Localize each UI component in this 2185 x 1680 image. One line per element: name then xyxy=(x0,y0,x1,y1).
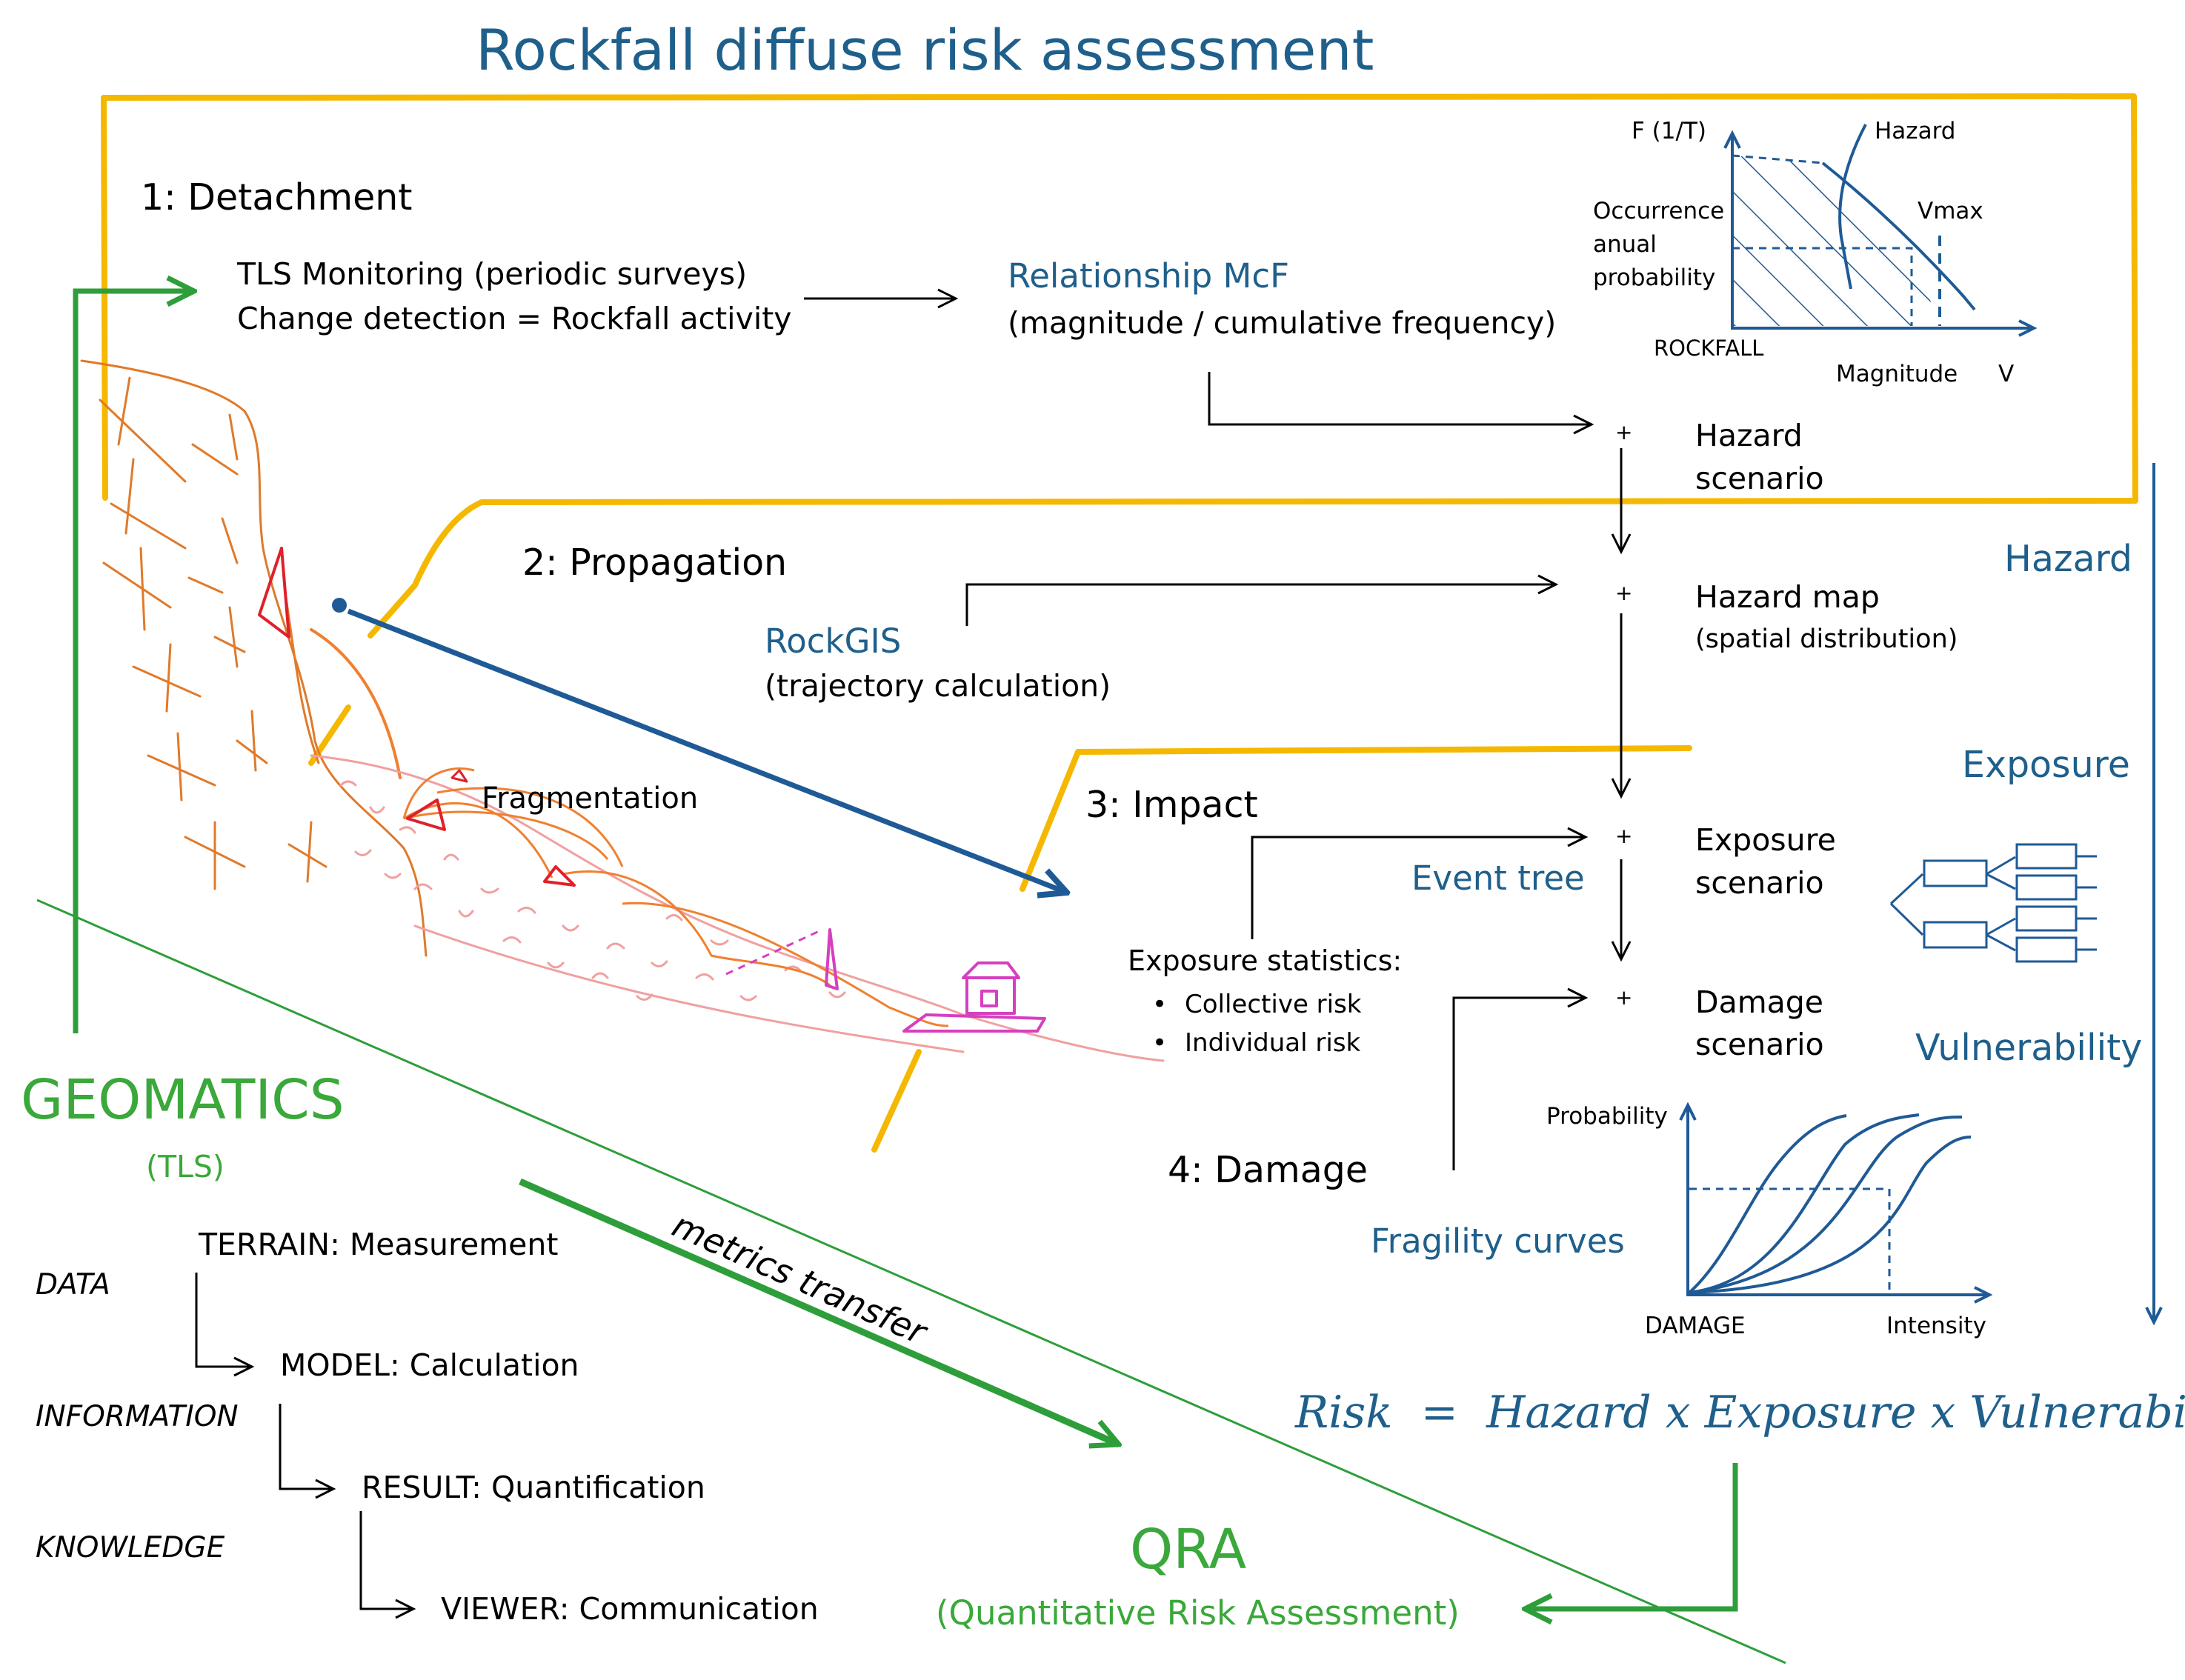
hazard-curve-label: Hazard xyxy=(1875,118,1956,144)
hazard-scenario-label-2: scenario xyxy=(1695,461,1824,496)
damage-scenario-label-2: scenario xyxy=(1695,1027,1824,1062)
v-axis-label: V xyxy=(1998,361,2015,387)
plus-node-damage: + xyxy=(1615,985,1633,1010)
risk-rhs: Hazard x Exposure x Vulnerability xyxy=(1486,1387,2185,1439)
magnitude-axis-label: Magnitude xyxy=(1836,361,1958,387)
trajectory-start-dot xyxy=(332,598,347,613)
risk-formula: Risk = Hazard x Exposure x Vulnerability xyxy=(1295,1390,2185,1435)
workflow-information: INFORMATION xyxy=(36,1400,239,1433)
hazard-chart-y-axis: F (1/T) xyxy=(1632,118,1706,144)
workflow-viewer: VIEWER: Communication xyxy=(441,1591,819,1627)
plus-node-hazard-scenario: + xyxy=(1615,420,1633,444)
stage-detachment: 1: Detachment xyxy=(141,176,413,219)
page-title: Rockfall diffuse risk assessment xyxy=(476,17,1374,83)
side-label-exposure: Exposure xyxy=(1962,744,2130,786)
event-tree-label: Event tree xyxy=(1411,859,1585,898)
hazard-map-sub-label: (spatial distribution) xyxy=(1695,624,1958,654)
metrics-transfer-arrow xyxy=(519,1178,1119,1444)
exposure-stat-item: Collective risk xyxy=(1152,985,1362,1024)
risk-term: Risk xyxy=(1295,1387,1393,1439)
damage-scenario-label-1: Damage xyxy=(1695,984,1824,1020)
yellow-frame xyxy=(101,93,2138,1153)
intensity-axis-label: Intensity xyxy=(1886,1313,1986,1339)
flow-arrows xyxy=(804,288,1632,1170)
workflow-terrain: TERRAIN: Measurement xyxy=(199,1227,559,1262)
workflow-model: MODEL: Calculation xyxy=(280,1347,579,1383)
side-label-hazard: Hazard xyxy=(2004,538,2133,580)
workflow-knowledge: KNOWLEDGE xyxy=(36,1531,225,1564)
mcf-title: Relationship McF xyxy=(1008,256,1289,296)
equals-sign: = xyxy=(1420,1387,1458,1439)
geomatics-arrow xyxy=(73,291,194,1033)
change-detection-label: Change detection = Rockfall activity xyxy=(237,301,792,336)
green-divider xyxy=(36,899,1786,1664)
stage-impact: 3: Impact xyxy=(1085,784,1258,826)
exposure-stats-list: Collective risk Individual risk xyxy=(1152,985,1362,1062)
fragility-y-axis-label: Probability xyxy=(1546,1103,1668,1130)
exposure-scenario-label-2: scenario xyxy=(1695,865,1824,901)
rockgis-subtitle: (trajectory calculation) xyxy=(765,668,1111,704)
stage-damage: 4: Damage xyxy=(1168,1149,1368,1191)
rockgis-title: RockGIS xyxy=(765,621,902,661)
exposure-scenario-label-1: Exposure xyxy=(1695,822,1836,858)
fragility-curves-label: Fragility curves xyxy=(1371,1221,1625,1261)
fragility-chart xyxy=(1688,1105,1989,1296)
trajectory-arrow xyxy=(347,608,1067,893)
trajectories xyxy=(402,767,949,1027)
mcf-subtitle: (magnitude / cumulative frequency) xyxy=(1008,305,1557,341)
qra-title: QRA xyxy=(1130,1518,1247,1581)
qra-subtitle: (Quantitative Risk Assessment) xyxy=(936,1593,1460,1633)
vmax-label: Vmax xyxy=(1918,198,1983,224)
exposure-stats-title: Exposure statistics: xyxy=(1128,944,1403,977)
geomatics-subtitle: (TLS) xyxy=(146,1149,225,1184)
rock-blocks xyxy=(258,547,576,887)
rockfall-axis-label: ROCKFALL xyxy=(1654,336,1764,361)
damage-axis-label: DAMAGE xyxy=(1645,1313,1746,1339)
plus-node-hazard-map: + xyxy=(1615,581,1633,605)
workflow-data: DATA xyxy=(36,1268,110,1301)
exposure-stat-item: Individual risk xyxy=(1152,1024,1362,1062)
side-label-vulnerability: Vulnerability xyxy=(1915,1027,2143,1069)
hazard-map-label: Hazard map xyxy=(1695,579,1880,615)
geomatics-title: GEOMATICS xyxy=(21,1068,345,1132)
stage-propagation: 2: Propagation xyxy=(522,541,788,584)
fragmentation-label: Fragmentation xyxy=(482,781,699,816)
workflow-result: RESULT: Quantification xyxy=(362,1470,705,1505)
hazard-scenario-label-1: Hazard xyxy=(1695,418,1803,453)
plus-node-exposure: + xyxy=(1615,824,1633,848)
anual-label: anual xyxy=(1593,231,1657,258)
rock-slope-sketch xyxy=(80,359,428,957)
house-sketch xyxy=(725,928,1046,1033)
hazard-chart xyxy=(1732,124,2034,330)
probability-label: probability xyxy=(1593,264,1716,291)
occurrence-label: Occurrence xyxy=(1593,198,1725,224)
event-tree-diagram xyxy=(1889,843,2097,963)
tls-monitoring-label: TLS Monitoring (periodic surveys) xyxy=(237,256,748,292)
risk-to-qra-arrow xyxy=(1525,1463,1738,1609)
